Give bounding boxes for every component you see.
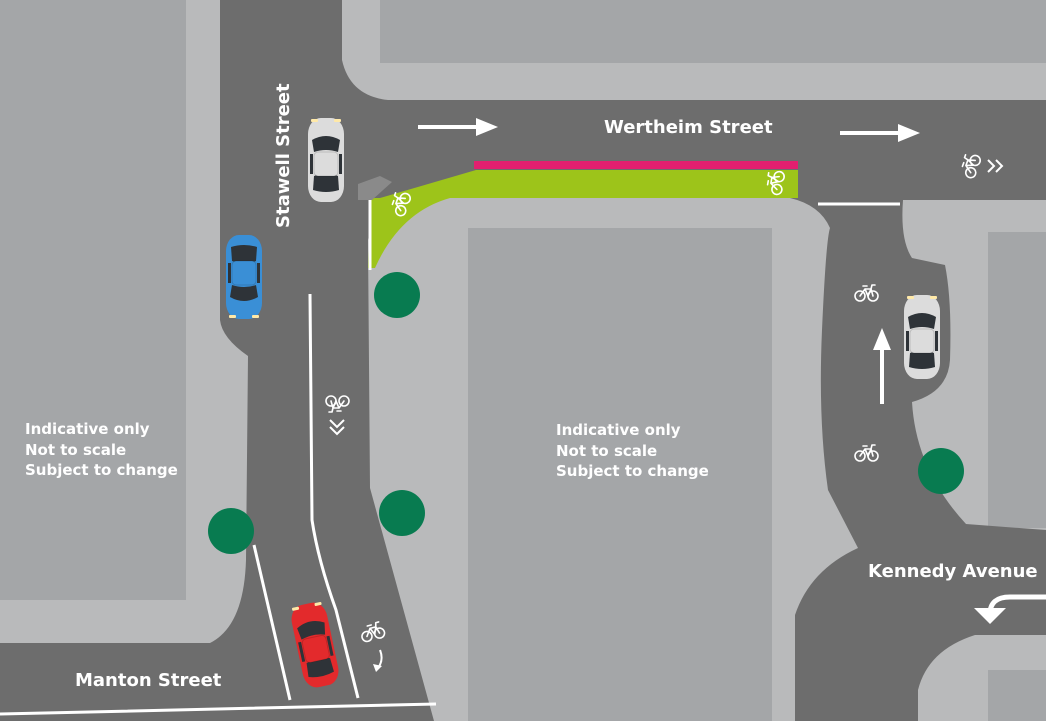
- block-west: [0, 0, 186, 600]
- note-center-line-2: Not to scale: [556, 442, 657, 460]
- bike-lane-line-stawell: [308, 293, 360, 699]
- street-label-wertheim: Wertheim Street: [604, 117, 773, 138]
- stop-line-manton: [0, 544, 437, 716]
- arrow-icon-kennedy-turn: [974, 594, 1046, 624]
- street-label-kennedy: Kennedy Avenue: [868, 561, 1038, 582]
- note-center-line-3: Subject to change: [556, 462, 709, 480]
- note-left: Indicative only Not to scale Subject to …: [25, 420, 178, 479]
- arrow-icon-stawell-small: [373, 649, 383, 672]
- block-centre: [468, 228, 772, 721]
- note-left-line-1: Indicative only: [25, 420, 150, 438]
- double-chevron-icon-stawell: [329, 419, 345, 436]
- tree-icon-3: [208, 508, 254, 554]
- note-center-line-1: Indicative only: [556, 421, 681, 439]
- double-chevron-icon-wertheim: [987, 159, 1004, 173]
- note-left-line-2: Not to scale: [25, 441, 126, 459]
- tree-icon-1: [374, 272, 420, 318]
- bike-lane-green: [368, 170, 798, 268]
- no-stopping-line: [474, 161, 798, 169]
- block-east: [988, 232, 1046, 528]
- arrow-icon-wertheim-west: [418, 118, 498, 136]
- note-center: Indicative only Not to scale Subject to …: [556, 421, 709, 480]
- tree-icon-4: [918, 448, 964, 494]
- tree-icon-2: [379, 490, 425, 536]
- arrow-icon-kennedy-north: [873, 328, 891, 404]
- kerb-island: [358, 176, 392, 200]
- car-icon-blue: [225, 234, 263, 320]
- street-label-stawell: Stawell Street: [273, 83, 294, 228]
- arrow-icon-wertheim-east: [840, 124, 920, 142]
- car-icon-white-kennedy: [903, 294, 941, 380]
- block-southeast: [988, 670, 1046, 721]
- note-left-line-3: Subject to change: [25, 461, 178, 479]
- car-icon-white-stawell: [307, 117, 345, 203]
- block-north: [380, 0, 1046, 63]
- street-label-manton: Manton Street: [75, 670, 222, 691]
